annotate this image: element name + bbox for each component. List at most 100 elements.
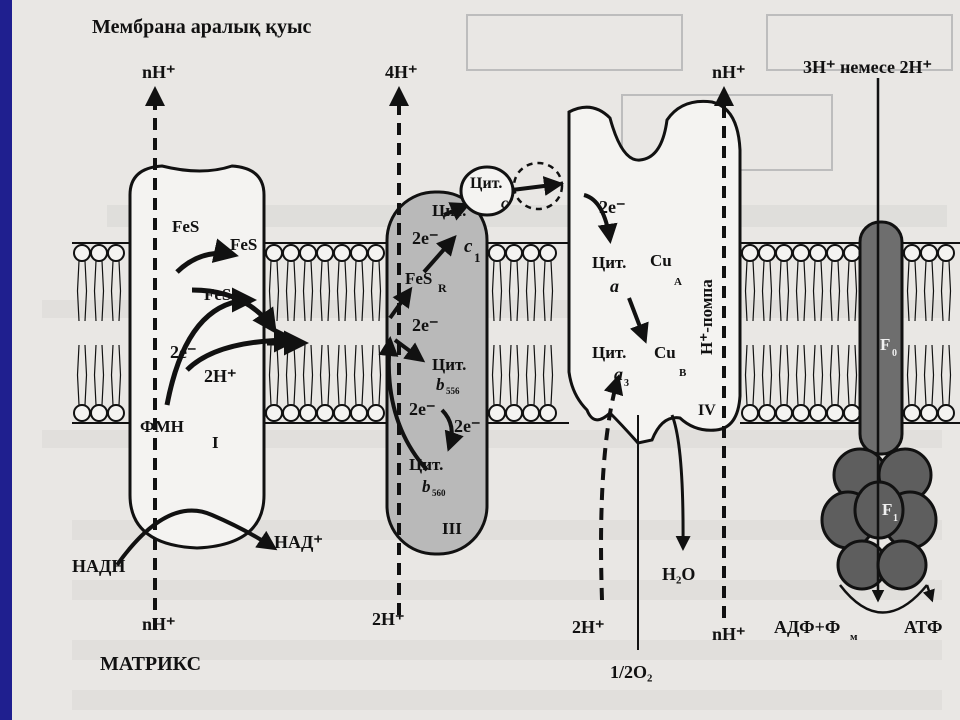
lipid-head [367,244,385,262]
lipid-tail [491,260,495,322]
lipid-head [775,244,793,262]
lipid-tail [854,260,858,322]
lipid-tail [795,260,799,322]
atp-arrow-head [922,584,935,603]
lipid-head [90,404,108,422]
lipid-tail [285,344,289,406]
lipid-tail [744,260,748,322]
lipid-tail [516,260,520,322]
cyt-c1-letter: c [464,236,473,257]
f0-sub: 0 [892,348,897,359]
complex-IV-bottom-protons: nH⁺ [712,624,746,644]
complex-III-shape [385,190,489,556]
lipid-tail [516,344,520,406]
lipid-tail [812,344,816,406]
lipid-tail [829,260,833,322]
electron-transport-chain-diagram: FeS FeS FeS 2e⁻ 2H⁺ ФМН I nH⁺ nH⁺ НАДН Н… [42,14,960,710]
lipid-tail [76,344,80,406]
lipid-tail [276,260,280,322]
lipid-tail [499,260,503,322]
complex-III-electrons-2: 2e⁻ [412,315,439,335]
cu-b-sub: B [679,367,687,379]
lipid-tail [268,344,272,406]
lipid-tail [361,260,365,322]
lipid-tail [344,344,348,406]
lipid-tail [752,260,756,322]
cytochrome-c: Цит. c [459,161,564,217]
complex-I-fes-1: FeS [172,217,199,236]
lipid-tail [276,344,280,406]
lipid-tail [525,344,529,406]
lipid-tail [319,260,323,322]
lipid-head [920,244,938,262]
lipid-head [775,404,793,422]
lipid-head [826,404,844,422]
cu-a-sub: A [674,276,682,288]
complex-IV-roman: IV [698,402,716,419]
lipid-tail [370,344,374,406]
lipid-tail [854,344,858,406]
lipid-tail [84,344,88,406]
lipid-head [73,244,91,262]
lipid-head [539,404,557,422]
lipid-tail [837,344,841,406]
lipid-tail [353,260,357,322]
complex-III-electrons-3: 2e⁻ [409,399,436,419]
lipid-tail [302,260,306,322]
complex-I-roman: I [212,433,219,452]
cytochrome-c-letter: c [501,195,508,212]
lipid-tail [812,260,816,322]
lipid-tail [101,344,105,406]
lipid-tail [948,260,952,322]
lipid-tail [820,344,824,406]
lipid-head [903,244,921,262]
lipid-tail [378,260,382,322]
lipid-tail [948,344,952,406]
lipid-tail [533,344,537,406]
lipid-tail [778,344,782,406]
f0-label: F [880,335,890,354]
lipid-tail [110,260,114,322]
lipid-head [350,244,368,262]
lipid-head [107,404,125,422]
lipid-tail [837,260,841,322]
cyt-c1-to-cyt-c-arrow [443,202,471,221]
lipid-tail [829,344,833,406]
lipid-tail [533,260,537,322]
lipid-tail [370,260,374,322]
lipid-tail [76,260,80,322]
lipid-head [758,404,776,422]
water-exit-arrow [670,414,691,551]
lipid-tail [319,344,323,406]
lipid-tail [110,344,114,406]
fes-to-cyt-c1-arrow [422,235,457,274]
lipid-tail [353,344,357,406]
lipid-bilayer [72,242,960,424]
complex-I-fes-3: FeS [204,285,231,304]
atp-label: АТФ [904,617,943,637]
lipid-tail [93,260,97,322]
lipid-tail [542,344,546,406]
cyt-c1-index: 1 [474,250,481,265]
lipid-head [758,244,776,262]
q-to-fes-arrow [388,286,413,320]
adp-to-atp-arrow [839,584,928,614]
lipid-head [316,404,334,422]
lipid-head [741,244,759,262]
cyt-a-to-a3-arrow [627,297,649,344]
lipid-tail [786,344,790,406]
complex-III-recycle-arrow [378,336,429,472]
cyt-c1-label: Цит. [432,201,466,220]
lipid-head [265,244,283,262]
lipid-tail [499,344,503,406]
lipid-tail [285,260,289,322]
atp-synthase: F 0 F 1 3H⁺ немесе 2H⁺ АДФ+Ф м АТФ [774,57,943,643]
lipid-head [843,244,861,262]
cyt-a3-index: 3 [624,378,629,389]
cyt-a3-letter: a [614,364,623,384]
atp-synthase-top-label: 3H⁺ немесе 2H⁺ [803,57,932,77]
cyt-b560-index: 560 [432,488,446,498]
lipid-tail [914,344,918,406]
cytochrome-c-label: Цит. [470,175,502,192]
lipid-tail [803,344,807,406]
